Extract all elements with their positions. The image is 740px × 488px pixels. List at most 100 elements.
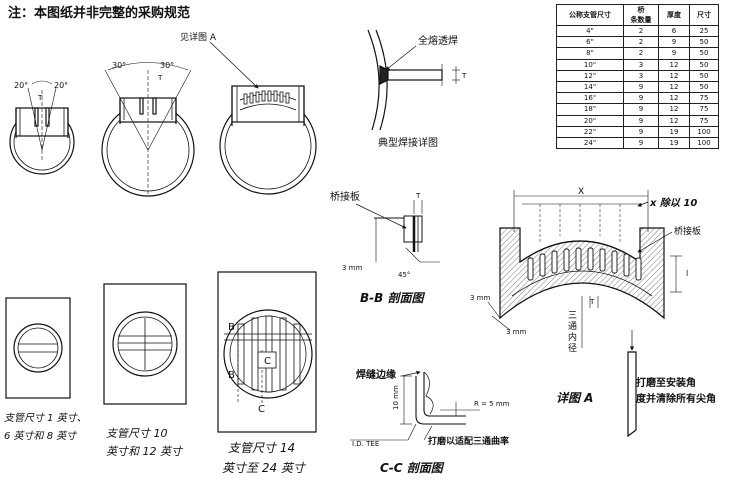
table-cell: 50 — [689, 58, 719, 71]
dim-3mm-detail-a-2: 3 mm — [506, 328, 526, 336]
table-cell: 4" — [556, 24, 624, 38]
table-cell: 9 — [623, 103, 659, 116]
header-nominal-size: 公称支管尺寸 — [556, 4, 624, 26]
weld-detail — [367, 29, 460, 131]
t-mark-2: T — [157, 74, 163, 82]
label-b-2: B — [228, 370, 235, 381]
r-5mm-label: R = 5 mm — [474, 400, 510, 408]
t-mark-4: T — [415, 192, 421, 200]
table-cell: 12 — [658, 80, 690, 94]
weld-edge-label: 焊缝边缘 — [356, 368, 396, 381]
top-view-medium — [103, 283, 187, 405]
header-thickness: 厚度 — [658, 4, 690, 26]
grind-note-2: 度并清除所有尖角 — [636, 392, 716, 405]
section-bb-drawing — [374, 200, 440, 263]
table-cell: 9 — [623, 114, 659, 127]
header-bridge-top: 桥 — [637, 6, 645, 14]
table-cell: 9 — [623, 92, 659, 105]
table-cell: 12 — [658, 58, 690, 71]
table-cell: 16" — [556, 92, 624, 105]
caption-3-line1: 支管尺寸 14 — [228, 441, 295, 455]
t-mark-5: T — [589, 298, 595, 306]
table-cell: 18" — [556, 103, 624, 116]
label-c-2: C — [258, 404, 265, 415]
detail-a-caption: 详图 A — [556, 391, 593, 405]
table-cell: 19 — [658, 125, 690, 138]
id-tee-label: I.D. TEE — [352, 440, 379, 448]
title-note: 注：本图纸并非完整的采购规范 — [8, 5, 190, 21]
full-penetration-label: 全熔透焊 — [418, 34, 458, 47]
bridge-plate-label: 桥接板 — [330, 190, 360, 203]
table-cell: 14" — [556, 80, 624, 94]
table-cell: 12 — [658, 114, 690, 127]
angle-20-right: 20° — [54, 81, 68, 90]
detail-a-drawing — [487, 190, 682, 348]
bridge-plate-label-a: 桥接板 — [674, 225, 701, 237]
tee-inner-diameter-label: 三通内径 — [568, 311, 577, 354]
slot-row-large — [243, 90, 290, 105]
grind-match-label: 打磨以适配三通曲率 — [428, 435, 509, 447]
table-cell: 19 — [658, 136, 690, 150]
table-cell: 12 — [658, 92, 690, 105]
table-cell: 9 — [623, 80, 659, 94]
typical-weld-caption: 典型焊接详图 — [378, 136, 438, 149]
section-cc-drawing — [350, 371, 480, 441]
tee-section-medium — [101, 62, 195, 197]
caption-1-line2: 6 英寸和 8 英寸 — [4, 430, 78, 442]
dim-3mm-detail-a-1: 3 mm — [470, 294, 490, 302]
top-view-large — [217, 271, 317, 433]
table-cell: 75 — [689, 92, 719, 105]
section-cc-caption: C-C 剖面图 — [380, 461, 445, 475]
grind-strip — [627, 330, 637, 438]
table-cell: 3 — [623, 58, 659, 71]
table-cell: 12 — [658, 103, 690, 116]
table-cell: 100 — [689, 136, 719, 150]
dim-10mm-label: 10 mm — [392, 385, 400, 410]
table-cell: 22" — [556, 125, 624, 138]
table-cell: 6 — [658, 24, 690, 38]
table-cell: 12 — [658, 69, 690, 82]
table-cell: 50 — [689, 69, 719, 82]
caption-2-line2: 英寸和 12 英寸 — [106, 445, 184, 458]
tee-section-large — [219, 85, 317, 195]
table-cell: 20" — [556, 114, 624, 127]
x-div-10-label: x 除以 10 — [649, 197, 697, 209]
header-bridge-count-text: 条数量 — [630, 16, 652, 24]
label-c-1: C — [264, 356, 271, 367]
table-cell: 2 — [623, 36, 659, 49]
table-cell: 8" — [556, 47, 624, 60]
table-cell: 100 — [689, 125, 719, 138]
t-mark-1: T — [37, 94, 43, 102]
table-cell: 6" — [556, 36, 624, 49]
table-cell: 9 — [658, 36, 690, 49]
table-cell: 50 — [689, 36, 719, 49]
label-b-1: B — [228, 322, 235, 333]
table-cell: 9 — [658, 47, 690, 60]
angle-30-left: 30° — [112, 61, 126, 70]
detail-a-slots — [527, 247, 642, 281]
table-cell: 10" — [556, 58, 624, 71]
table-cell: 75 — [689, 103, 719, 116]
caption-1-line1: 支管尺寸 1 英寸、 — [4, 412, 87, 424]
table-cell: 12" — [556, 69, 624, 82]
table-cell: 24" — [556, 136, 624, 150]
table-cell: 9 — [623, 136, 659, 150]
top-view-small — [5, 297, 71, 399]
table-cell: 2 — [623, 24, 659, 38]
t-mark-3: T — [461, 72, 467, 80]
table-cell: 50 — [689, 80, 719, 94]
table-cell: 9 — [623, 125, 659, 138]
caption-2-line1: 支管尺寸 10 — [106, 427, 168, 440]
angle-30-right: 30° — [160, 61, 174, 70]
table-cell: 2 — [623, 47, 659, 60]
